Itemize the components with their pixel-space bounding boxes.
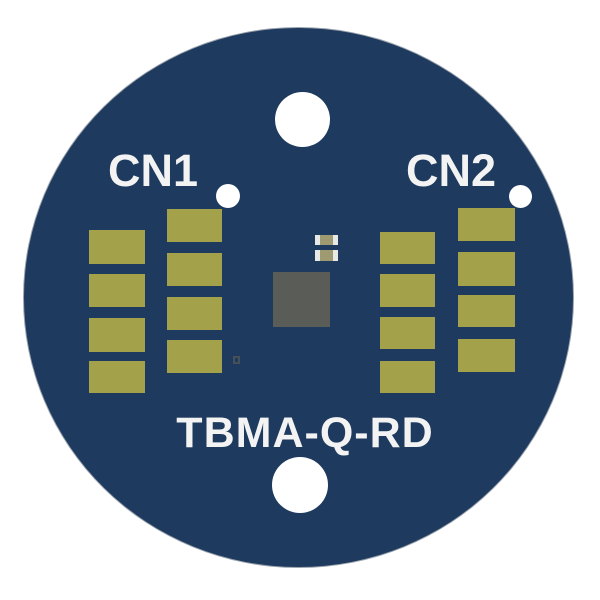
passive-component xyxy=(315,235,338,261)
board-name-label: TBMA-Q-RD xyxy=(176,409,434,457)
passive-body xyxy=(320,235,333,245)
ic-chip xyxy=(273,272,330,327)
passive-bottom-half xyxy=(315,250,338,261)
passive-terminal-left xyxy=(315,250,320,261)
passive-terminal-left xyxy=(315,235,320,245)
passive-terminal-right xyxy=(333,235,338,245)
cn2-label: CN2 xyxy=(406,145,497,196)
cn1-label: CN1 xyxy=(108,145,199,196)
passive-terminal-right xyxy=(333,250,338,261)
fiducial-square xyxy=(233,356,240,364)
passive-top-half xyxy=(315,235,338,245)
passive-body xyxy=(320,250,333,261)
